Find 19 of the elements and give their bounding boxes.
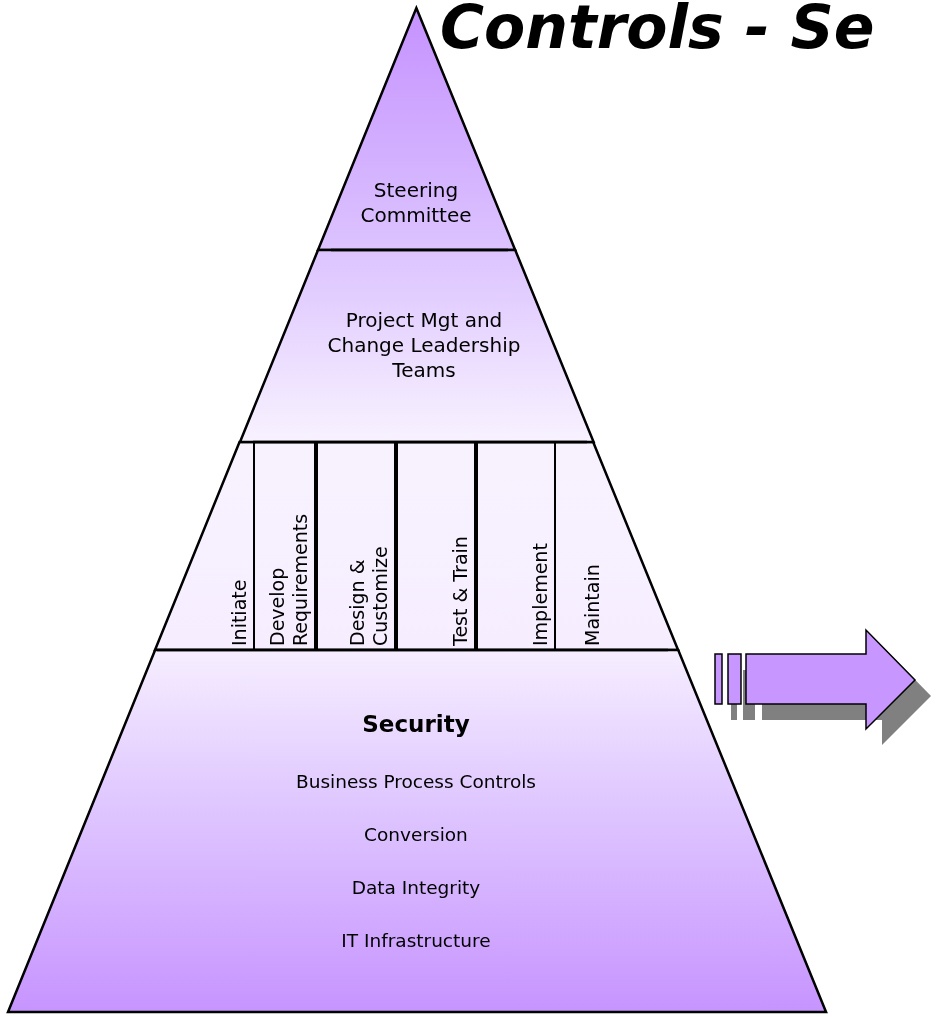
phase-label: Test & Train (449, 535, 472, 646)
tier-label: Conversion (363, 823, 469, 847)
phase-column (396, 442, 476, 650)
tier-label: Project Mgt and Change Leadership Teams (326, 308, 522, 383)
tier-label: IT Infrastructure (340, 929, 492, 953)
pyramid-tier (239, 250, 594, 442)
phase-label: Maintain (581, 563, 604, 646)
phase-column (253, 442, 316, 650)
tier-label: Data Integrity (350, 876, 482, 900)
tier-label: Steering Committee (359, 178, 473, 228)
title: Controls - Se (440, 0, 875, 62)
phase-label: Develop Requirements (266, 512, 312, 646)
phase-label: Implement (529, 542, 552, 646)
phase-column (316, 442, 396, 650)
tier-label: Business Process Controls (294, 770, 537, 794)
phase-label: Design & Customize (346, 545, 392, 646)
tier-heading: Security (361, 710, 471, 739)
phase-column (476, 442, 556, 650)
phase-label: Initiate (228, 578, 251, 646)
